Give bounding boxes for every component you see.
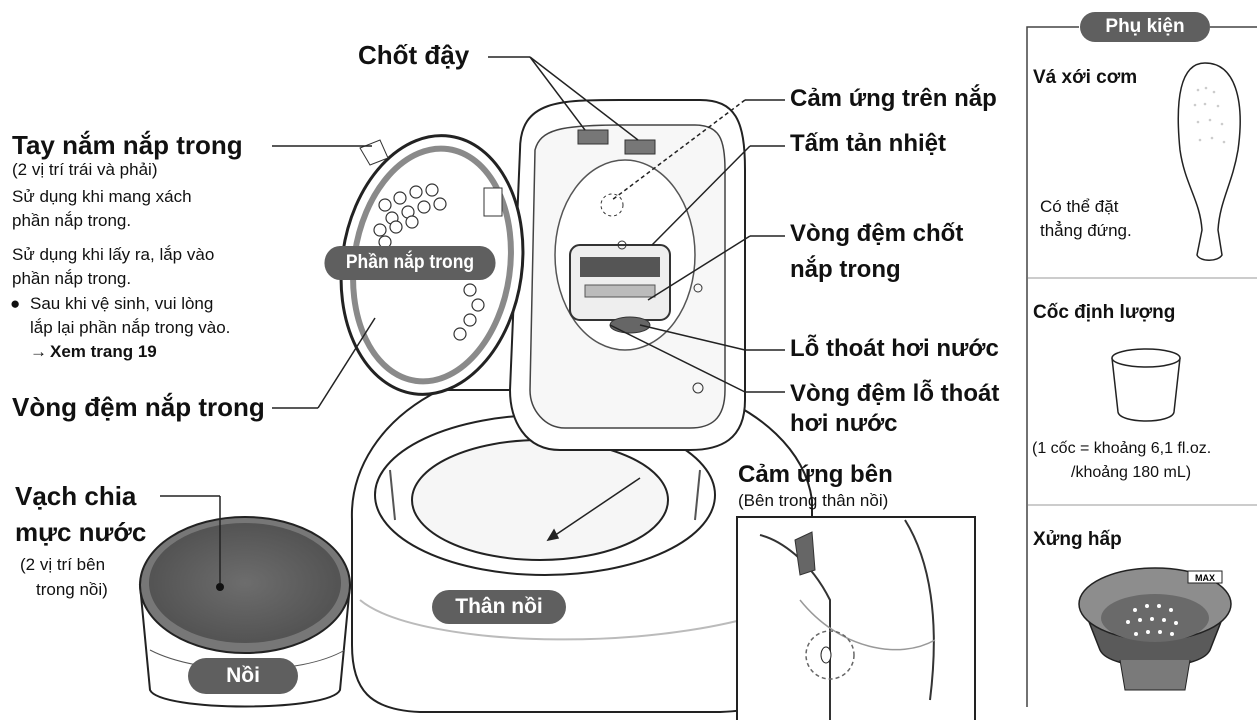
bullet-icon: ● [10, 294, 20, 314]
label-vong-dem-lo-b: hơi nước [790, 410, 898, 438]
accessories-title: Phụ kiện [1080, 12, 1210, 42]
text-co-the-a: Có thể đặt [1040, 197, 1118, 217]
label-vach-chia-a: Vạch chia [15, 481, 136, 512]
label-cam-ung-tren-nap: Cảm ứng trên nắp [790, 85, 997, 113]
text-su-dung-1b: phần nắp trong. [12, 211, 131, 231]
label-vong-dem-chot-b: nắp trong [790, 256, 901, 284]
label-vach-chia-b: mực nước [15, 517, 146, 548]
arrow-right-icon: → [30, 342, 47, 362]
label-chot-day: Chốt đậy [358, 40, 469, 71]
label-phan-nap-trong: Phần nắp trong [324, 246, 495, 280]
text-co-the-b: thẳng đứng. [1040, 221, 1132, 241]
outer-lid [510, 100, 745, 450]
label-vong-dem-chot-a: Vòng đệm chốt [790, 220, 963, 248]
label-vach-note-a: (2 vị trí bên [20, 555, 105, 575]
text-sau-ve-sinh-a: Sau khi vệ sinh, vui lòng [30, 294, 213, 314]
label-xung-hap: Xửng hấp [1033, 529, 1122, 551]
label-coc-dinh-luong: Cốc định lượng [1033, 302, 1175, 324]
label-noi: Nồi [188, 658, 298, 694]
label-lo-thoat: Lỗ thoát hơi nước [790, 335, 999, 363]
label-tam-tan-nhiet: Tấm tản nhiệt [790, 130, 946, 158]
text-coc-note-b: /khoảng 180 mL) [1071, 464, 1191, 483]
label-than-noi: Thân nồi [432, 590, 566, 624]
label-vach-note-b: trong nồi) [36, 580, 108, 600]
text-coc-note-a: (1 cốc = khoảng 6,1 fl.oz. [1032, 440, 1211, 459]
measuring-cup-icon [1112, 349, 1180, 421]
steamer-basket-icon: MAX [1079, 568, 1231, 690]
text-su-dung-1a: Sử dụng khi mang xách [12, 187, 192, 207]
label-tay-nam-nap-trong: Tay nắm nắp trong [12, 130, 243, 161]
max-mark: MAX [1195, 573, 1215, 583]
accessories-panel: MAX [1027, 27, 1257, 707]
label-cam-ung-ben-note: (Bên trong thân nồi) [738, 491, 888, 511]
text-su-dung-2b: phần nắp trong. [12, 269, 131, 289]
label-tay-nam-note: (2 vị trí trái và phải) [12, 160, 158, 180]
label-cam-ung-ben: Cảm ứng bên [738, 461, 893, 489]
side-sensor-inset [737, 517, 975, 720]
label-vong-dem-lo-a: Vòng đệm lỗ thoát [790, 380, 999, 408]
text-su-dung-2a: Sử dụng khi lấy ra, lắp vào [12, 245, 214, 265]
label-va-xoi-com: Vá xới cơm [1033, 67, 1137, 89]
text-sau-ve-sinh-b: lắp lại phần nắp trong vào. [30, 318, 230, 338]
label-vong-dem-nap-trong: Vòng đệm nắp trong [12, 392, 265, 423]
link-xem-trang[interactable]: Xem trang 19 [50, 342, 157, 362]
rice-paddle [1178, 63, 1240, 260]
